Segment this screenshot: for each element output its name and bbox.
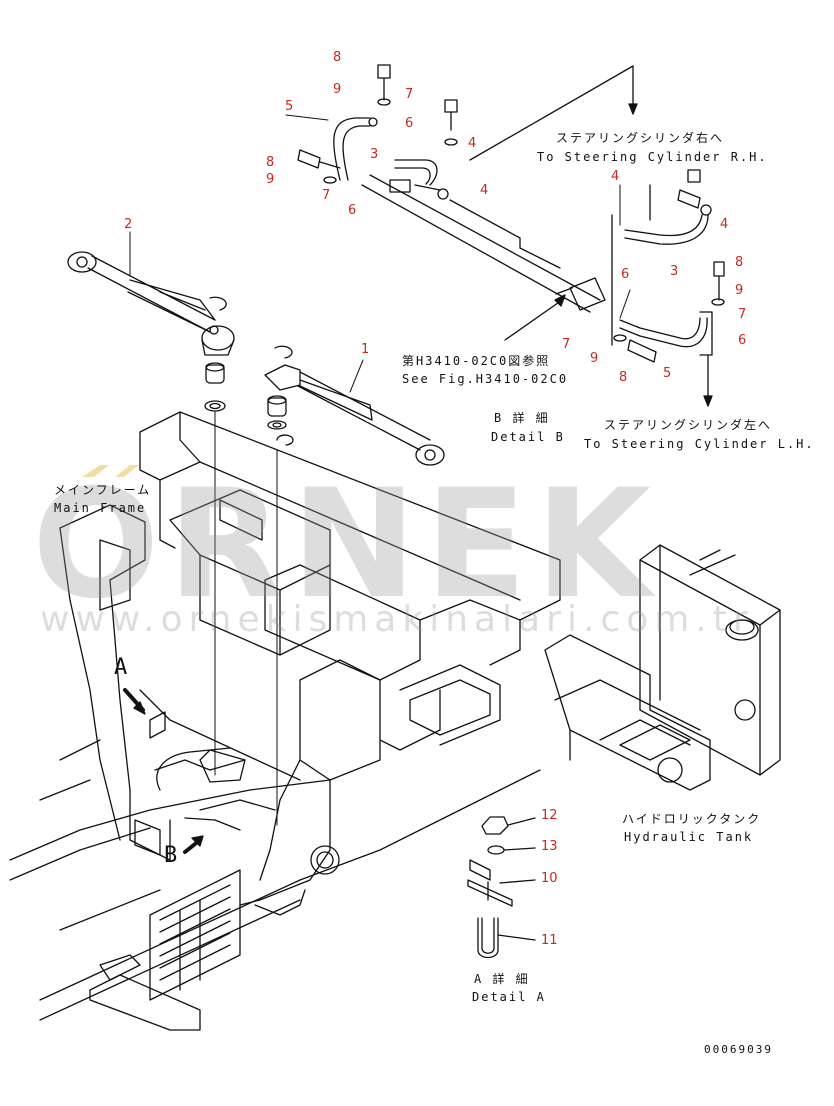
callout-6: 6 xyxy=(348,203,357,218)
callout-9: 9 xyxy=(735,283,744,298)
callout-4: 4 xyxy=(720,217,729,232)
callout-6: 6 xyxy=(405,116,414,131)
callout-8: 8 xyxy=(333,50,342,65)
callout-8: 8 xyxy=(266,155,275,170)
view-arrows xyxy=(123,688,276,856)
callout-9: 9 xyxy=(266,172,275,187)
callout-12: 12 xyxy=(541,808,558,823)
callout-6: 6 xyxy=(621,267,630,282)
watermark-brand: ORNEK xyxy=(32,458,660,632)
seal-rings-2 xyxy=(204,296,227,776)
main-frame-label-en: Main Frame xyxy=(54,501,147,515)
leader-lines xyxy=(129,114,631,393)
steering-rh-label-en: To Steering Cylinder R.H. xyxy=(537,150,768,164)
detail-a-label-en: Detail A xyxy=(472,990,546,1004)
detail-b-piping xyxy=(297,64,725,407)
detail-b-label-jp: B 詳 細 xyxy=(494,411,550,425)
callout-6: 6 xyxy=(738,333,747,348)
see-fig-label-jp: 第H3410-02C0図参照 xyxy=(402,354,551,368)
steering-cylinder-2 xyxy=(67,251,235,356)
see-fig-label-en: See Fig.H3410-02C0 xyxy=(402,372,569,386)
callout-11: 11 xyxy=(541,933,558,948)
radiator-grille xyxy=(149,869,241,1001)
callout-7: 7 xyxy=(738,307,747,322)
watermark-site: www.ornekismakinalari.com.tr xyxy=(40,599,754,640)
steering-rh-label-jp: ステアリングシリンダ右へ xyxy=(556,131,725,145)
callout-9: 9 xyxy=(590,351,599,366)
callout-4: 4 xyxy=(611,169,620,184)
callout-4: 4 xyxy=(468,136,477,151)
callout-13: 13 xyxy=(541,839,558,854)
callout-8: 8 xyxy=(619,370,628,385)
callout-10: 10 xyxy=(541,871,558,886)
callout-8: 8 xyxy=(735,255,744,270)
detail-a-clamp xyxy=(467,816,536,959)
callout-7: 7 xyxy=(322,188,331,203)
detail-b-label-en: Detail B xyxy=(491,430,565,444)
detail-a-label-jp: A 詳 細 xyxy=(474,972,530,986)
callout-7: 7 xyxy=(405,87,414,102)
hydraulic-tank-label-en: Hydraulic Tank xyxy=(624,830,754,844)
drawing-number: 00069039 xyxy=(704,1043,773,1056)
steering-lh-label-jp: ステアリングシリンダ左へ xyxy=(604,418,773,432)
callout-3: 3 xyxy=(670,264,679,279)
callout-5: 5 xyxy=(285,99,294,114)
callout-7: 7 xyxy=(562,337,571,352)
callout-2: 2 xyxy=(124,217,133,232)
callout-4: 4 xyxy=(480,183,489,198)
hydraulic-tank xyxy=(544,544,781,791)
steering-cylinder-1 xyxy=(264,345,445,826)
steering-lh-label-en: To Steering Cylinder L.H. xyxy=(584,437,815,451)
callout-5: 5 xyxy=(663,366,672,381)
main-frame xyxy=(9,411,561,1031)
callout-9: 9 xyxy=(333,82,342,97)
hydraulic-tank-label-jp: ハイドロリックタンク xyxy=(622,812,762,826)
callout-1: 1 xyxy=(361,342,370,357)
view-b-marker: B xyxy=(164,843,180,868)
main-frame-label-jp: メインフレーム xyxy=(54,483,152,497)
callout-3: 3 xyxy=(370,147,379,162)
view-a-marker: A xyxy=(114,655,130,680)
